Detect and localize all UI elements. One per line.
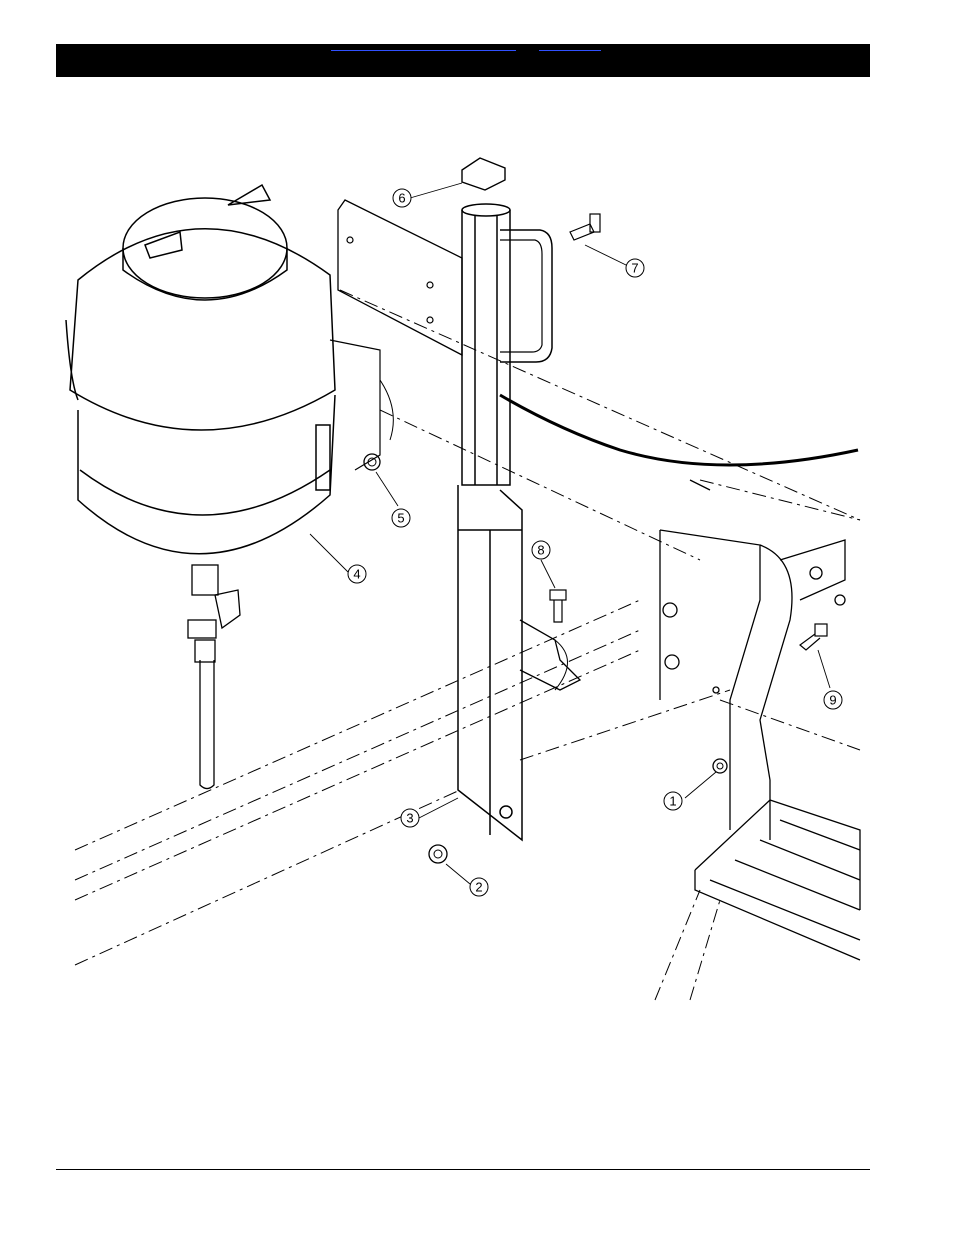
- svg-text:3: 3: [406, 811, 413, 826]
- frame-right: [660, 480, 845, 840]
- cap-plug: [462, 158, 505, 190]
- valve-drain: [188, 565, 240, 789]
- nut-2: [429, 845, 447, 863]
- callout-2: 2: [470, 878, 488, 896]
- tank: [66, 185, 335, 554]
- callout-8: 8: [532, 541, 550, 559]
- callout-3: 3: [401, 809, 419, 827]
- rear-plate: [338, 200, 462, 355]
- callout-7: 7: [626, 259, 644, 277]
- nut-5: [364, 454, 380, 470]
- footer-rule: [56, 1169, 870, 1170]
- callout-6: 6: [393, 189, 411, 207]
- tank-bracket: [330, 340, 380, 470]
- callout-5: 5: [392, 509, 410, 527]
- callout-9: 9: [824, 691, 842, 709]
- bolt-7: [570, 214, 600, 240]
- svg-text:1: 1: [669, 794, 676, 809]
- step-grate: [695, 800, 860, 960]
- upright-post: [458, 204, 522, 840]
- svg-text:9: 9: [829, 693, 836, 708]
- leader-lines: [310, 183, 830, 884]
- svg-text:8: 8: [537, 543, 544, 558]
- svg-text:5: 5: [397, 511, 404, 526]
- fender-curve: [500, 395, 858, 465]
- svg-text:7: 7: [631, 261, 638, 276]
- svg-text:4: 4: [353, 567, 360, 582]
- handle-loop: [500, 230, 552, 362]
- callout-1: 1: [664, 792, 682, 810]
- callout-4: 4: [348, 565, 366, 583]
- svg-text:6: 6: [398, 191, 405, 206]
- bolt-8: [550, 590, 566, 622]
- svg-text:2: 2: [475, 880, 482, 895]
- bolt-9: [800, 624, 827, 650]
- nut-1: [713, 759, 727, 773]
- callouts: 1 2 3 4 5 6 7 8 9: [348, 189, 842, 896]
